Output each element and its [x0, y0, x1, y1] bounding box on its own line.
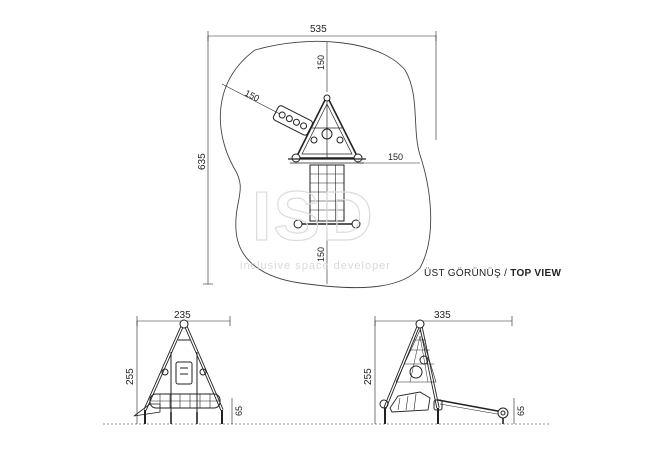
- dim-label-front-65: 65: [234, 406, 244, 416]
- watermark-tagline: inclusive space developer: [240, 260, 391, 272]
- front-view: 235 255 65: [125, 310, 244, 424]
- dim-label-front-255: 255: [125, 368, 136, 385]
- watermark: ISD inclusive space developer: [240, 176, 391, 272]
- dim-label-535: 535: [310, 24, 327, 35]
- dim-label-side-65: 65: [516, 406, 526, 416]
- dimension-diag-150: [221, 83, 281, 115]
- equipment-side-view: [379, 319, 509, 424]
- top-view-label: ÜST GÖRÜNÜŞ / TOP VIEW: [424, 267, 561, 279]
- equipment-front-view: [133, 319, 224, 424]
- safety-zone-outline: [219, 40, 432, 289]
- dim-label-bottom-150: 150: [316, 247, 326, 262]
- dim-label-635: 635: [197, 153, 208, 170]
- dim-label-top-150: 150: [316, 55, 326, 70]
- side-view: 335 255 65: [363, 310, 526, 424]
- top-view-label-en: TOP VIEW: [510, 268, 561, 279]
- dimension-height-635: [203, 36, 213, 285]
- dim-label-side-255: 255: [363, 368, 374, 385]
- dim-label-diag-150: 150: [243, 88, 261, 104]
- watermark-logo: ISD: [252, 177, 375, 255]
- top-view: 535 635 150 150 150 150: [197, 24, 561, 289]
- dim-label-front-235: 235: [174, 310, 191, 321]
- equipment-top-view: [272, 94, 366, 229]
- dim-label-right-150: 150: [388, 152, 403, 162]
- dim-label-side-335: 335: [434, 310, 451, 321]
- top-view-label-tr: ÜST GÖRÜNÜŞ /: [424, 267, 510, 279]
- dimension-width-535: [207, 31, 437, 140]
